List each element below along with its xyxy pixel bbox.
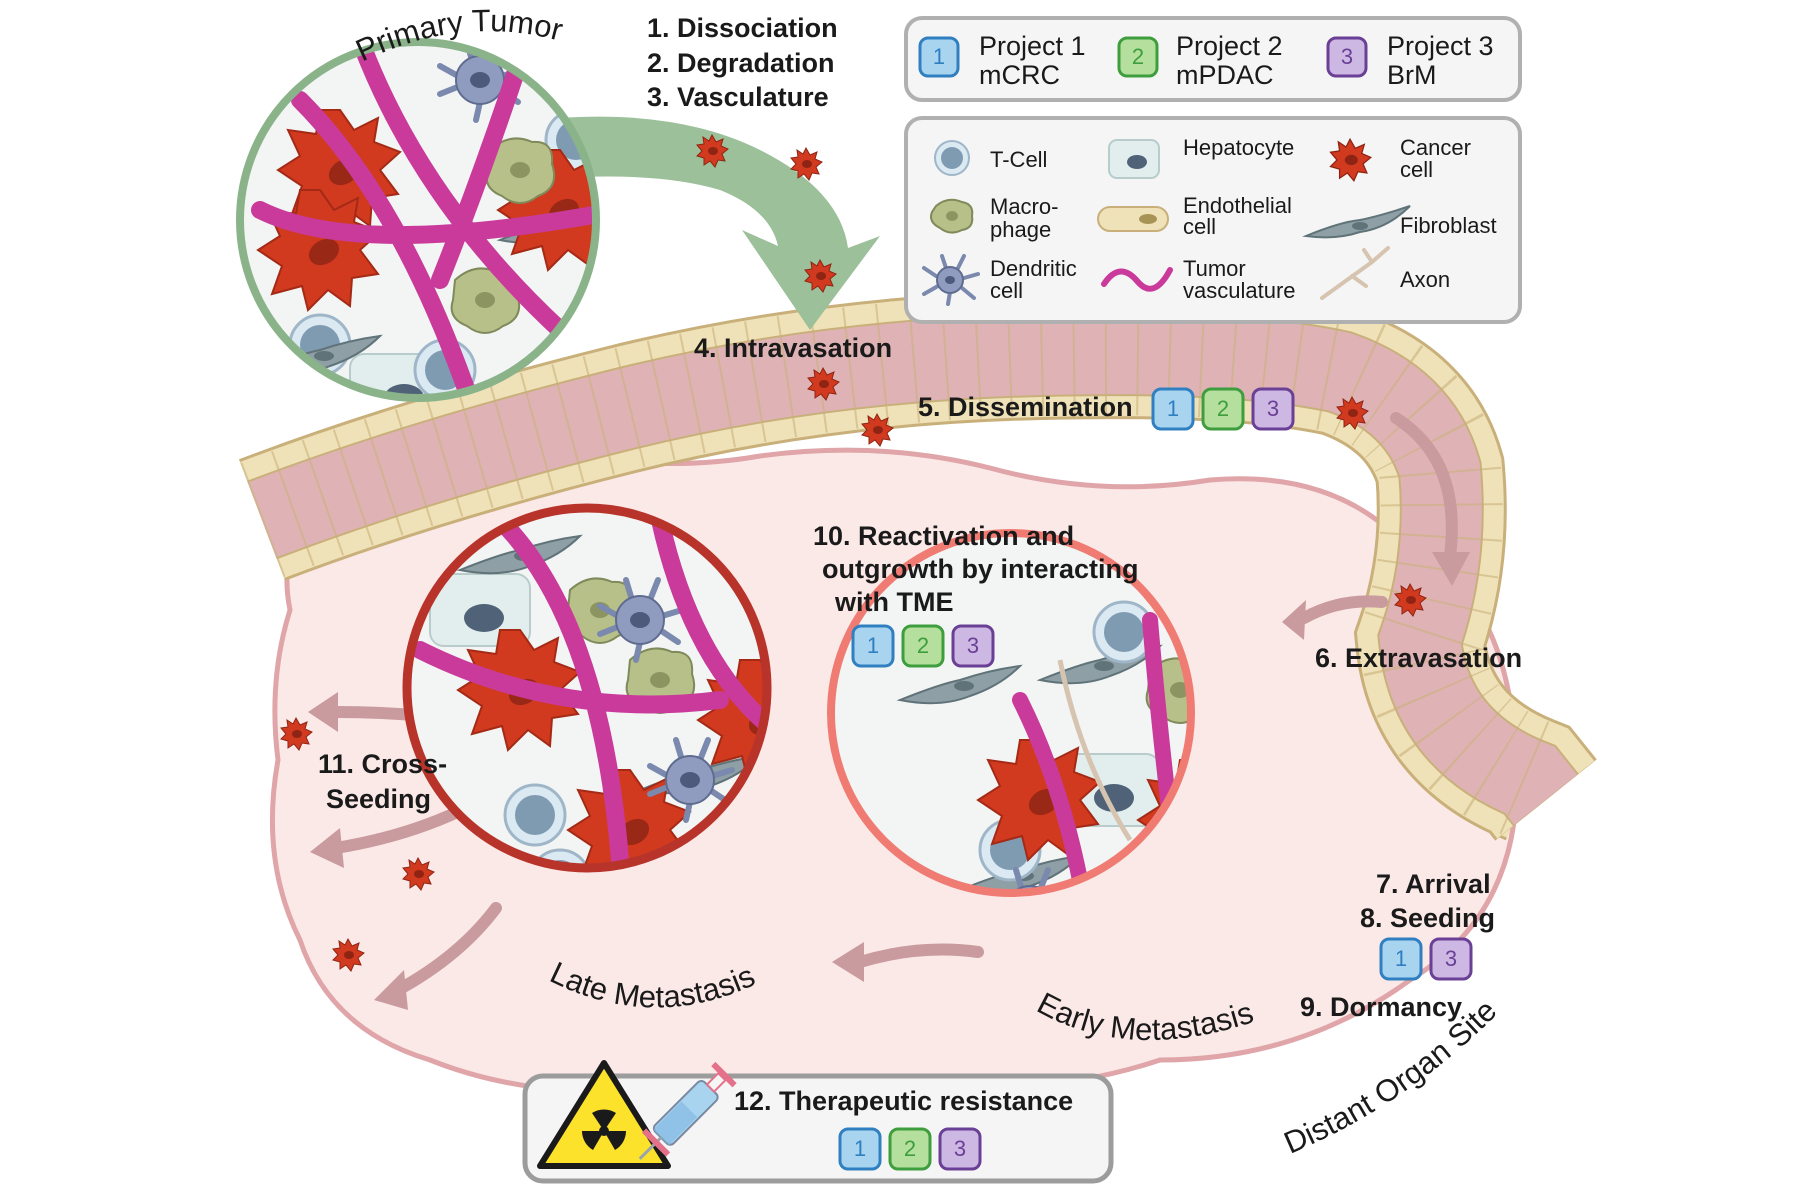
project-1-badge: 1 <box>918 36 960 78</box>
blood-vessel <box>238 289 1597 841</box>
legend-hepatocyte-label: Hepatocyte <box>1183 135 1294 160</box>
legend-axon-icon <box>1320 246 1390 300</box>
step-12: 12. Therapeutic resistance <box>734 1086 1073 1116</box>
legend-hepatocyte-icon <box>1108 139 1160 179</box>
project-2-abbr: mPDAC <box>1176 60 1274 90</box>
legend-fibroblast-label: Fibroblast <box>1400 213 1497 238</box>
project-3-name: Project 3 <box>1387 31 1494 61</box>
dissemination-badges: 1 2 3 <box>1151 387 1295 431</box>
legend-endothelial-icon <box>1097 206 1169 232</box>
step-8: 8. Seeding <box>1360 903 1495 933</box>
project-1-abbr: mCRC <box>979 60 1060 90</box>
step-2: 2. Degradation <box>647 48 835 78</box>
svg-text:3: 3 <box>967 633 979 658</box>
project-3-abbr: BrM <box>1387 60 1437 90</box>
cell-legend-box <box>904 116 1522 324</box>
legend-macrophage-label-1: Macro- <box>990 194 1058 219</box>
legend-dendritic-icon <box>922 254 980 306</box>
legend-vasculature-label-1: Tumor <box>1183 256 1246 281</box>
reactivation-badges: 1 2 3 <box>851 624 995 668</box>
svg-text:1: 1 <box>1395 946 1407 971</box>
legend-axon-label: Axon <box>1400 267 1450 292</box>
legend-tcell-icon <box>934 140 970 176</box>
legend-cancer-label-1: Cancer <box>1400 135 1471 160</box>
step-9: 9. Dormancy <box>1300 992 1462 1022</box>
seeding-badges: 1 3 <box>1379 937 1473 981</box>
step-11-line1: 11. Cross- <box>318 749 447 779</box>
svg-text:3: 3 <box>1445 946 1457 971</box>
step-11-line2: Seeding <box>326 784 431 814</box>
syringe-icon <box>638 1061 737 1160</box>
svg-text:3: 3 <box>1267 396 1279 421</box>
project-legend-box <box>904 16 1522 102</box>
svg-text:1: 1 <box>1167 396 1179 421</box>
arrow-heads <box>308 552 1470 1010</box>
flow-arrows <box>330 412 1458 996</box>
late-metastasis <box>402 503 772 873</box>
project-3-badge: 3 <box>1326 36 1368 78</box>
step-10-line3: with TME <box>834 587 953 617</box>
legend-vasculature-icon <box>1101 267 1173 292</box>
project-2-badge: 2 <box>1117 36 1159 78</box>
svg-text:2: 2 <box>1217 396 1229 421</box>
project-1-name: Project 1 <box>979 31 1086 61</box>
legend-fibroblast-icon <box>1302 205 1411 239</box>
therapeutic-badges: 1 2 3 <box>838 1127 982 1171</box>
step-4: 4. Intravasation <box>694 333 892 363</box>
legend-cancer-label-2: cell <box>1400 157 1433 182</box>
svg-text:1: 1 <box>854 1136 866 1161</box>
step-3: 3. Vasculature <box>647 82 829 112</box>
svg-text:2: 2 <box>917 633 929 658</box>
step-5: 5. Dissemination <box>918 392 1133 422</box>
step-7: 7. Arrival <box>1376 869 1491 899</box>
legend-endothelial-label-1: Endothelial <box>1183 193 1292 218</box>
svg-text:1: 1 <box>933 44 945 69</box>
svg-text:2: 2 <box>904 1136 916 1161</box>
radiation-hazard-icon <box>537 1060 671 1169</box>
intravasation-arrow <box>560 116 880 331</box>
svg-text:1: 1 <box>867 633 879 658</box>
project-2-name: Project 2 <box>1176 31 1283 61</box>
svg-text:2: 2 <box>1132 44 1144 69</box>
legend-dendritic-label-1: Dendritic <box>990 256 1077 281</box>
legend-tcell-label: T-Cell <box>990 147 1047 172</box>
legend-dendritic-label-2: cell <box>990 278 1023 303</box>
step-10-line2: outgrowth by interacting <box>822 554 1139 584</box>
step-10-line1: 10. Reactivation and <box>813 521 1074 551</box>
primary-tumor <box>236 38 600 402</box>
legend-vasculature-label-2: vasculature <box>1183 278 1296 303</box>
legend-macrophage-label-2: phage <box>990 217 1051 242</box>
legend-endothelial-label-2: cell <box>1183 214 1216 239</box>
svg-text:3: 3 <box>1341 44 1353 69</box>
step-6: 6. Extravasation <box>1315 643 1522 673</box>
legend-macrophage-icon <box>930 198 974 234</box>
svg-text:3: 3 <box>954 1136 966 1161</box>
step-1: 1. Dissociation <box>647 13 838 43</box>
